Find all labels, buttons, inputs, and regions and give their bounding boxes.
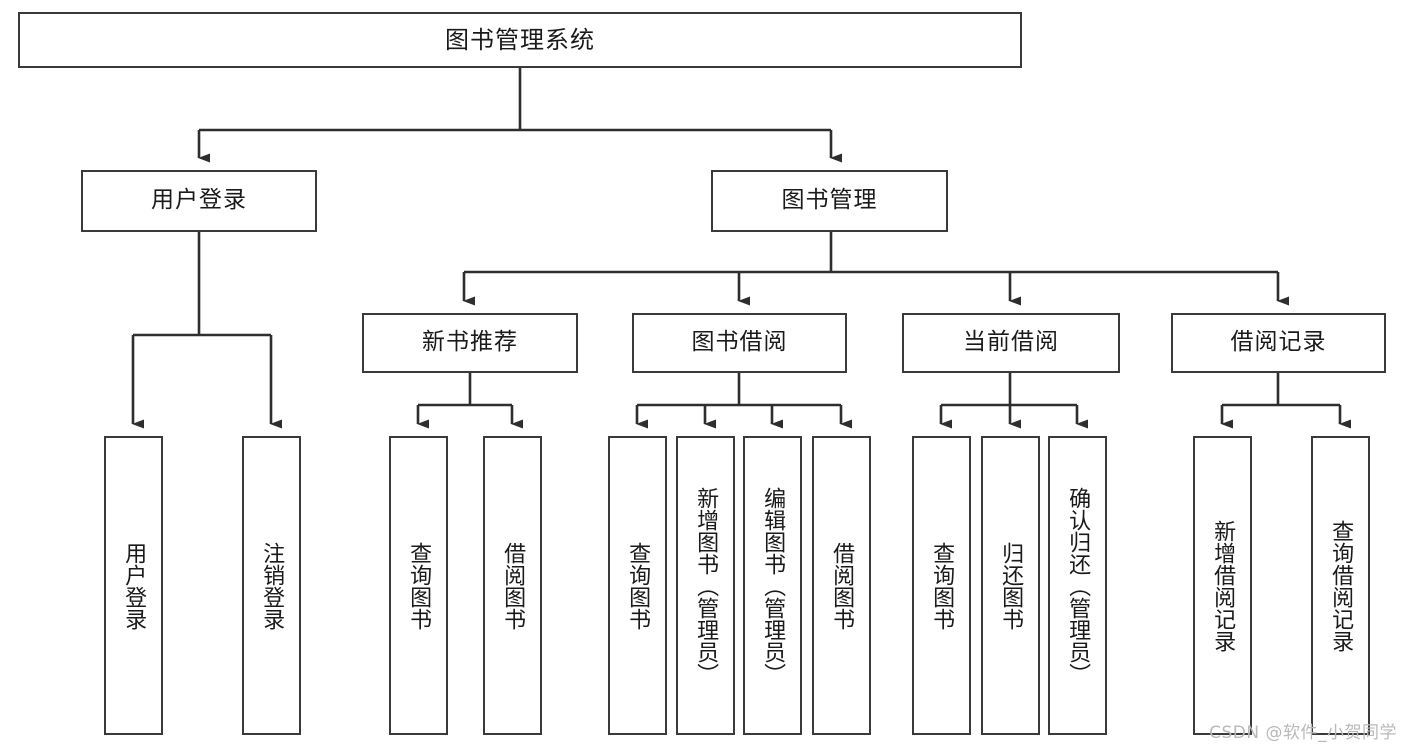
node-new-book-recommendation[interactable]: 新书推荐 xyxy=(362,313,578,373)
node-root-book-management-system[interactable]: 图书管理系统 xyxy=(18,12,1022,68)
node-label: 借阅图书 xyxy=(500,541,526,630)
node-label: 查询图书 xyxy=(625,541,651,630)
leaf-query-book-3[interactable]: 查询图书 xyxy=(912,436,971,735)
node-label: 新增图书（管理员） xyxy=(693,486,719,685)
node-label: 图书管理系统 xyxy=(445,25,595,54)
node-label: 用户登录 xyxy=(121,541,147,630)
node-label: 图书借阅 xyxy=(691,329,788,356)
leaf-logout[interactable]: 注销登录 xyxy=(242,436,301,735)
leaf-confirm-return-admin[interactable]: 确认归还（管理员） xyxy=(1048,436,1107,735)
node-borrowing-record[interactable]: 借阅记录 xyxy=(1171,313,1386,373)
node-label: 查询借阅记录 xyxy=(1328,519,1354,652)
node-label: 当前借阅 xyxy=(963,329,1059,356)
leaf-query-borrow-record[interactable]: 查询借阅记录 xyxy=(1311,436,1370,735)
leaf-borrow-book-2[interactable]: 借阅图书 xyxy=(812,436,871,735)
node-label: 用户登录 xyxy=(151,187,247,214)
node-label: 新书推荐 xyxy=(422,329,518,356)
node-label: 注销登录 xyxy=(259,541,285,630)
node-user-login[interactable]: 用户登录 xyxy=(81,170,317,232)
node-label: 编辑图书（管理员） xyxy=(760,486,786,685)
node-label: 归还图书 xyxy=(998,541,1024,630)
leaf-user-login[interactable]: 用户登录 xyxy=(104,436,163,735)
node-label: 借阅图书 xyxy=(829,541,855,630)
node-label: 借阅记录 xyxy=(1230,329,1327,356)
leaf-borrow-book-1[interactable]: 借阅图书 xyxy=(483,436,542,735)
leaf-query-book-1[interactable]: 查询图书 xyxy=(389,436,448,735)
leaf-query-book-2[interactable]: 查询图书 xyxy=(608,436,667,735)
node-label: 查询图书 xyxy=(929,541,955,630)
node-current-borrowing[interactable]: 当前借阅 xyxy=(902,313,1120,373)
node-book-borrowing[interactable]: 图书借阅 xyxy=(632,313,847,373)
leaf-add-book-admin[interactable]: 新增图书（管理员） xyxy=(676,436,735,735)
node-book-management[interactable]: 图书管理 xyxy=(711,170,948,232)
node-label: 新增借阅记录 xyxy=(1210,519,1236,652)
leaf-add-borrow-record[interactable]: 新增借阅记录 xyxy=(1193,436,1252,735)
leaf-edit-book-admin[interactable]: 编辑图书（管理员） xyxy=(743,436,802,735)
leaf-return-book[interactable]: 归还图书 xyxy=(981,436,1040,735)
node-label: 查询图书 xyxy=(406,541,432,630)
node-label: 确认归还（管理员） xyxy=(1065,486,1091,685)
node-label: 图书管理 xyxy=(781,187,878,214)
